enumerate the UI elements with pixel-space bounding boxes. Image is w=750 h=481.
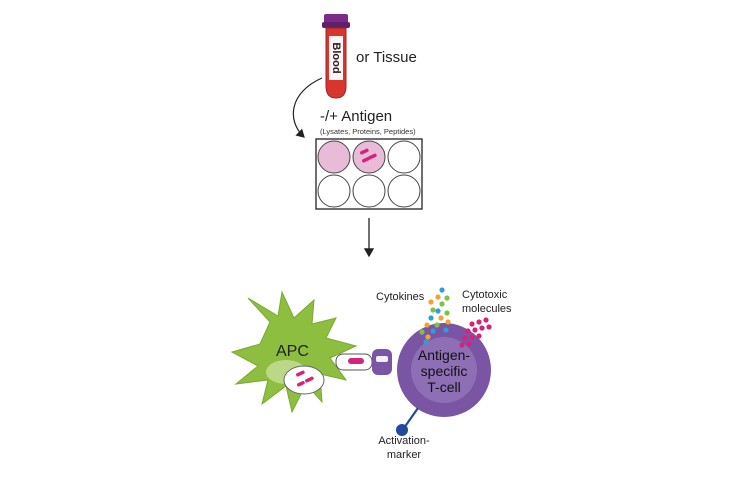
cytotoxic-dots	[459, 317, 492, 348]
well-a3	[387, 140, 421, 174]
antigen-title: -/+ Antigen	[320, 108, 392, 125]
activation-marker-head	[396, 424, 408, 436]
tcr-receptor-detail	[376, 356, 388, 362]
t-cell: Antigen- specific T-cell	[397, 323, 491, 417]
well-peptides	[360, 148, 377, 163]
well-b2	[352, 174, 386, 208]
cytokine-dots	[419, 287, 451, 345]
tube-label-area	[329, 36, 343, 80]
apc-cell: APC	[230, 290, 358, 414]
apc-vesicle	[283, 365, 325, 395]
apc-body	[230, 290, 358, 414]
tube-label: Blood	[330, 42, 342, 73]
tube-cap	[324, 14, 348, 24]
cytotoxic-label-2: molecules	[462, 303, 512, 315]
apc-vesicle-peptides	[296, 370, 314, 387]
activation-marker	[396, 407, 419, 436]
apc-label: APC	[276, 343, 309, 360]
t-cell-nucleus	[411, 337, 477, 403]
activation-label-2: marker	[387, 449, 422, 461]
tube-cap-rim	[322, 22, 350, 28]
well-plate	[315, 138, 423, 210]
well-b3	[387, 174, 421, 208]
well-a1	[317, 140, 351, 174]
t-cell-label-3: T-cell	[427, 379, 460, 395]
t-cell-label-2: specific	[421, 363, 468, 379]
well-b1	[317, 174, 351, 208]
tube-suffix-text: or Tissue	[356, 49, 417, 66]
t-cell-label-1: Antigen-	[418, 347, 470, 363]
curved-arrow	[292, 77, 323, 138]
antigen-subtitle: (Lysates, Proteins, Peptides)	[320, 127, 416, 136]
activation-label-1: Activation-	[378, 435, 430, 447]
cytotoxic-label-1: Cytotoxic	[462, 289, 508, 301]
mhc-tcr-complex	[335, 349, 392, 375]
blood-tube: Blood	[322, 14, 350, 99]
presented-peptide	[348, 358, 364, 364]
cytokines-label: Cytokines	[376, 291, 425, 303]
